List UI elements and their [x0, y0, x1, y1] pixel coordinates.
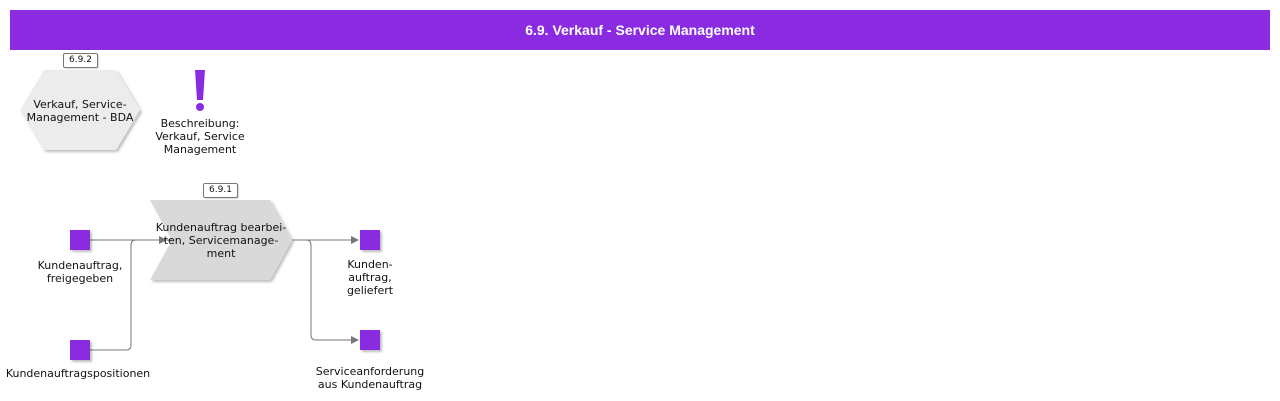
function-label[interactable]: Kundenauftrag bearbei- ten, Servicemanag…	[155, 221, 287, 260]
process-interface-label: Verkauf, Service- Management - BDA	[26, 98, 134, 124]
event-out-delivered[interactable]	[360, 230, 380, 250]
exclamation-icon	[195, 70, 205, 111]
event-out-delivered-label: Kunden- auftrag, geliefert	[346, 258, 394, 297]
function-id-tag: 6.9.1	[203, 183, 238, 198]
connector-in-positions	[90, 236, 167, 351]
process-interface-shape[interactable]	[20, 70, 140, 150]
event-in-positions[interactable]	[70, 340, 90, 360]
event-in-released-label: Kundenauftrag, freigegeben	[37, 259, 123, 285]
connector-out-service	[305, 239, 359, 344]
event-in-released[interactable]	[70, 230, 90, 250]
diagram-title: 6.9. Verkauf - Service Management	[525, 22, 755, 38]
description-label: Beschreibung: Verkauf, Service Managemen…	[155, 117, 245, 156]
event-out-service-request[interactable]	[360, 330, 380, 350]
event-out-service-request-label: Serviceanforderung aus Kundenauftrag	[315, 365, 425, 391]
process-interface-id-tag: 6.9.2	[63, 53, 98, 68]
event-in-positions-label: Kundenauftragspositionen	[5, 367, 151, 380]
connector-lines	[90, 236, 359, 351]
diagram-title-bar: 6.9. Verkauf - Service Management	[10, 10, 1270, 50]
function-shape[interactable]	[150, 200, 292, 280]
